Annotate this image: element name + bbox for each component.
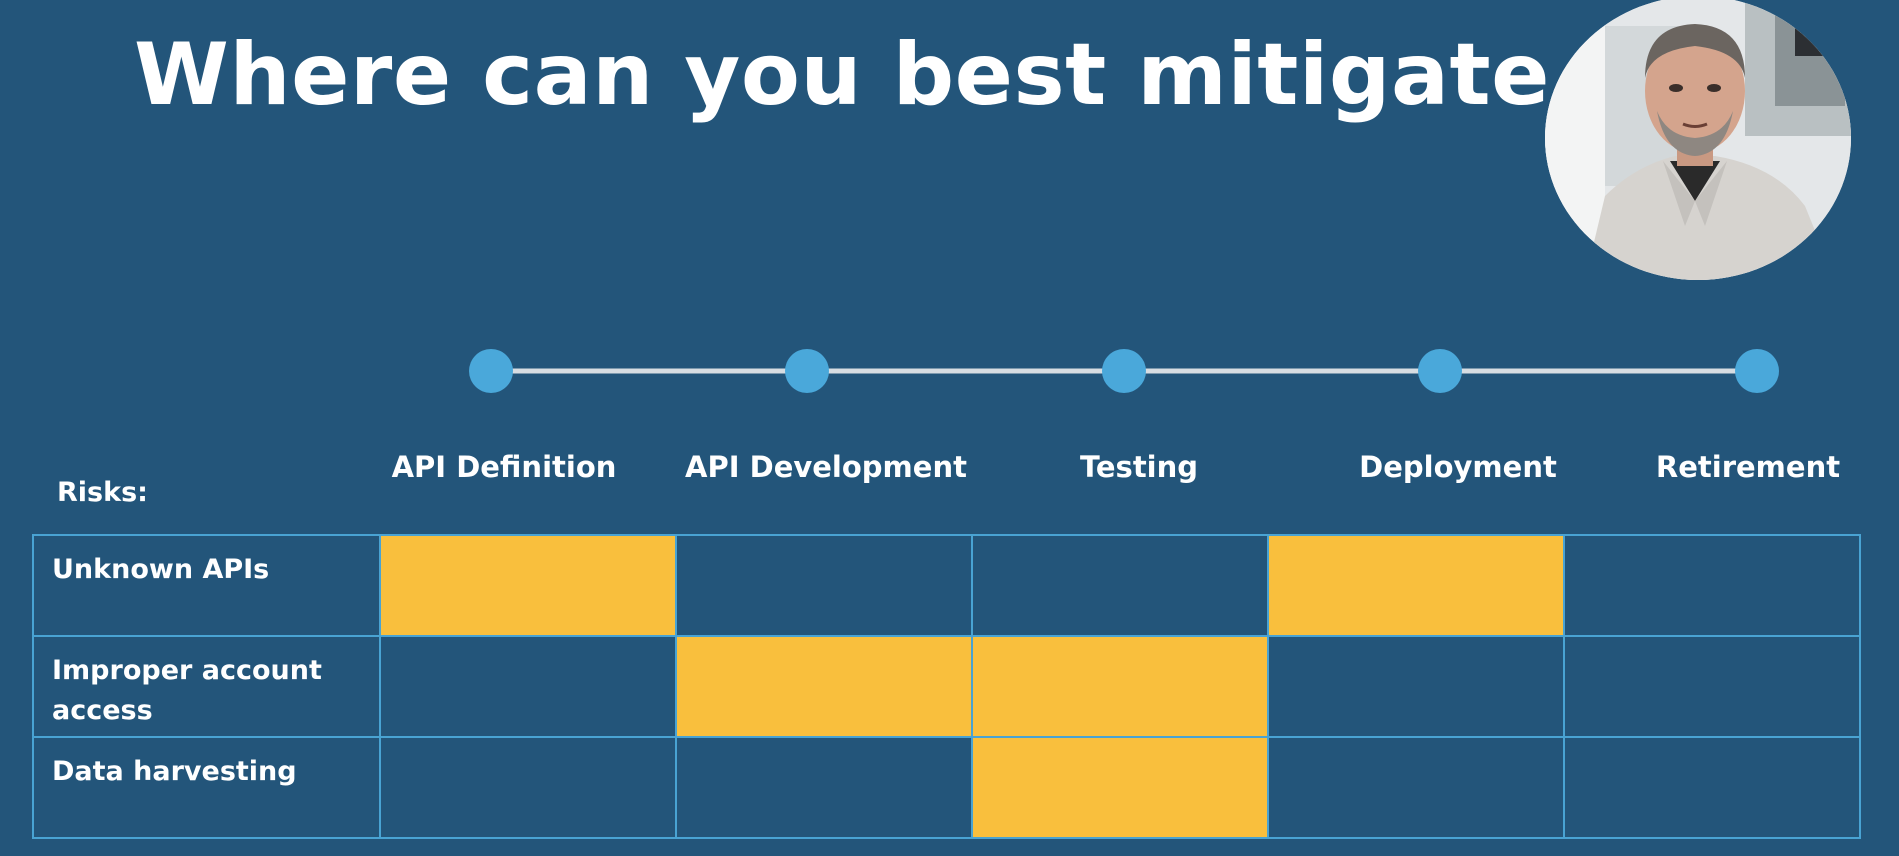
slide-title: Where can you best mitigate risk?: [134, 25, 1814, 125]
mitigation-cell-highlighted: [1267, 534, 1565, 637]
mitigation-cell-highlighted: [971, 736, 1269, 839]
mitigation-cell-empty: [1267, 635, 1565, 738]
timeline-node: [1418, 349, 1462, 393]
mitigation-cell-empty: [1563, 534, 1861, 637]
mitigation-cell-empty: [1267, 736, 1565, 839]
stage-label: Deployment: [1359, 450, 1557, 484]
mitigation-cell-empty: [1563, 736, 1861, 839]
mitigation-cell-highlighted: [675, 635, 973, 738]
timeline-node: [1735, 349, 1779, 393]
mitigation-cell-highlighted: [971, 635, 1269, 738]
risks-label: Risks:: [57, 477, 148, 508]
risk-row: Improper account access: [32, 635, 1861, 738]
mitigation-cell-empty: [675, 534, 973, 637]
mitigation-cell-empty: [675, 736, 973, 839]
stage-label: Testing: [1079, 450, 1199, 484]
risk-name: Data harvesting: [32, 736, 381, 839]
presenter-video-frame: [1545, 0, 1851, 280]
stage-label: API Definition: [391, 450, 617, 484]
timeline-node: [1102, 349, 1146, 393]
risk-name: Unknown APIs: [32, 534, 381, 637]
mitigation-cell-highlighted: [379, 534, 677, 637]
mitigation-cell-empty: [971, 534, 1269, 637]
risk-row: Unknown APIs: [32, 534, 1861, 637]
mitigation-cell-empty: [379, 635, 677, 738]
presenter-webcam: [1545, 0, 1851, 280]
stage-label: Retirement: [1655, 450, 1841, 484]
mitigation-cell-empty: [379, 736, 677, 839]
risk-row: Data harvesting: [32, 736, 1861, 839]
mitigation-cell-empty: [1563, 635, 1861, 738]
timeline-node: [469, 349, 513, 393]
stage-label: API Development: [685, 450, 967, 484]
risk-name: Improper account access: [32, 635, 381, 738]
timeline-node: [785, 349, 829, 393]
